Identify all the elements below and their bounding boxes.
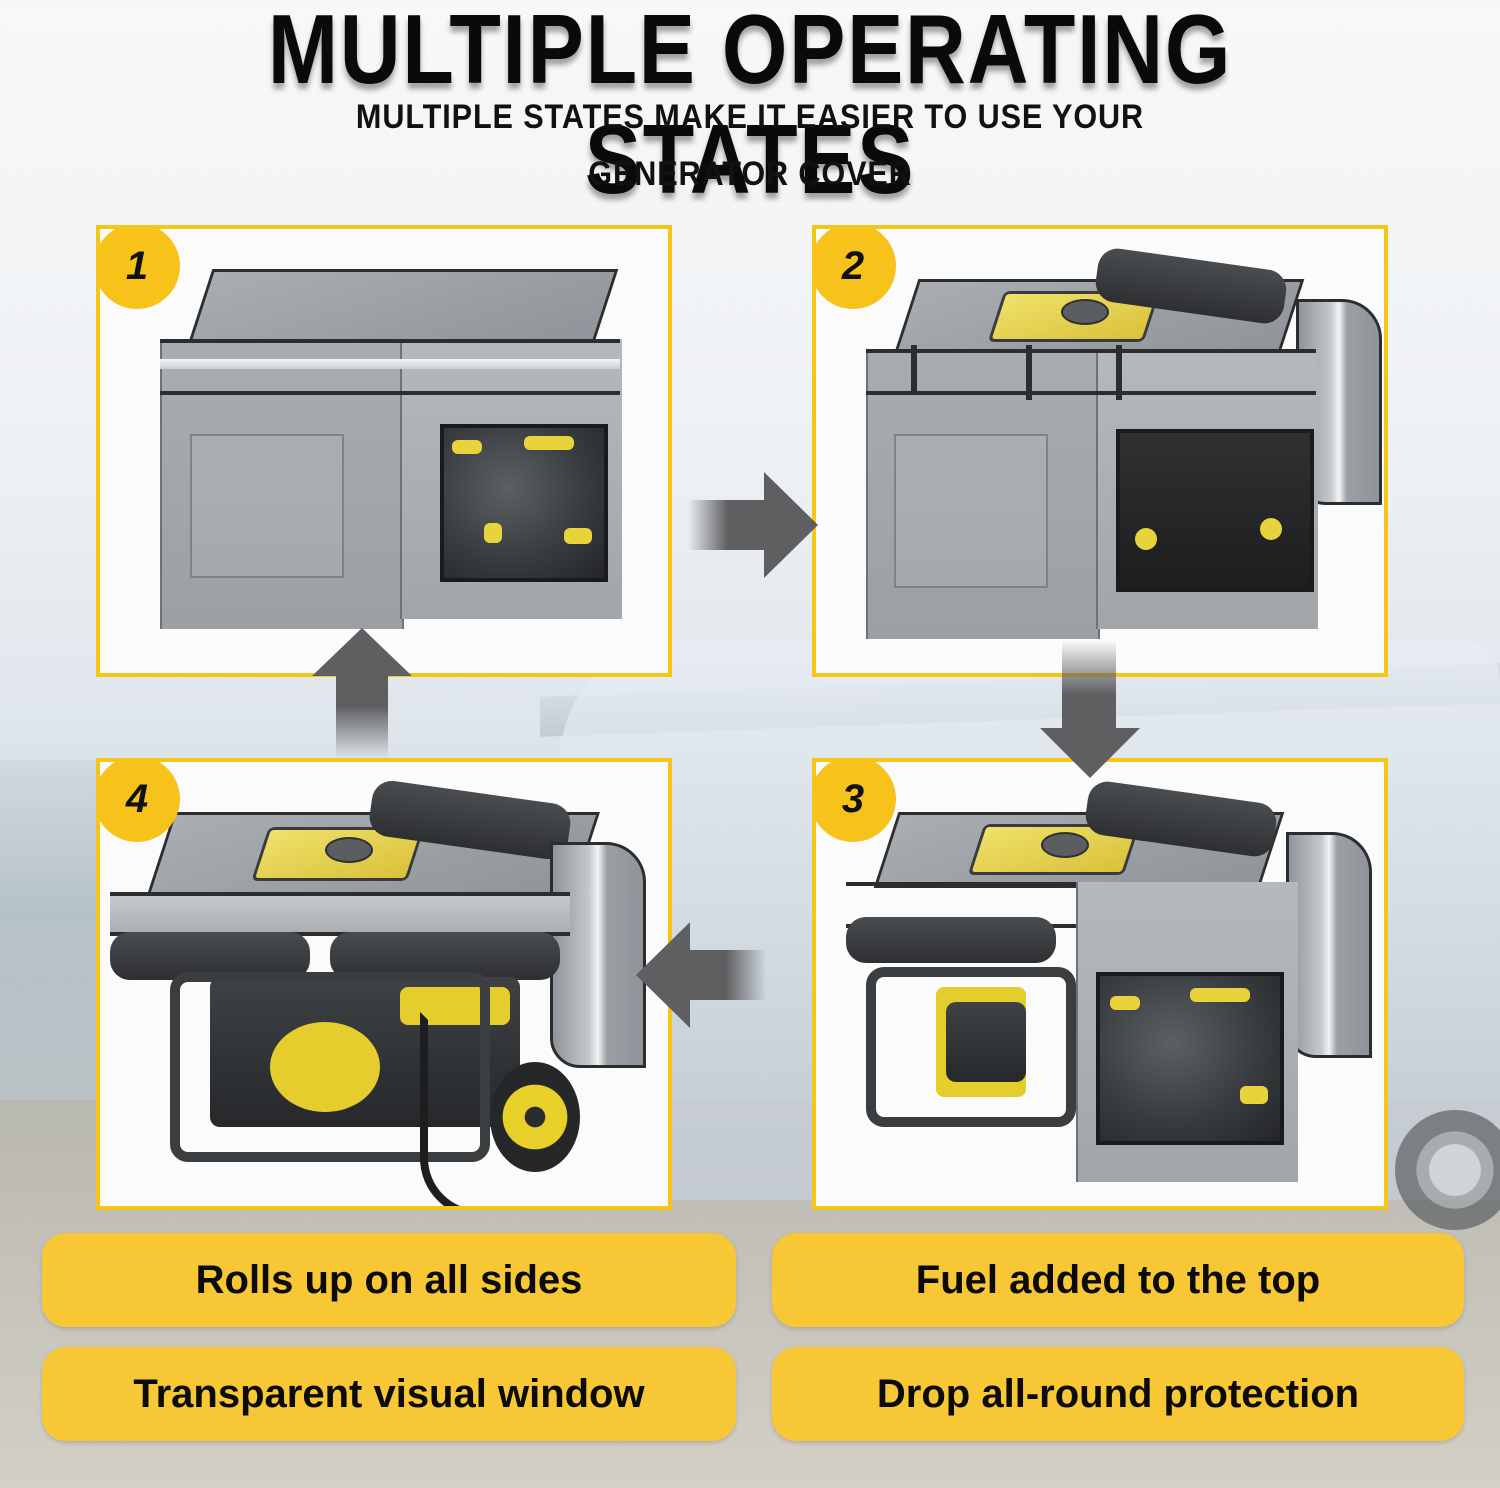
state-panel-2: 2 <box>812 225 1388 677</box>
generator-wheel <box>490 1062 580 1172</box>
feature-fuel-top: Fuel added to the top <box>772 1233 1464 1327</box>
fuel-cap <box>1061 299 1109 325</box>
transparent-window <box>1096 972 1284 1145</box>
state-number-badge: 2 <box>816 229 896 309</box>
window-rolled-up <box>1116 429 1314 592</box>
generator-cover-rolled-up <box>110 778 668 1206</box>
generator-cover-fuel-open <box>866 246 1384 659</box>
side-pocket <box>190 434 344 578</box>
feature-transparent-window: Transparent visual window <box>42 1347 736 1441</box>
generator-cover-closed <box>160 269 630 649</box>
state-number-badge: 1 <box>100 229 180 309</box>
state-panel-4: 4 <box>96 758 672 1210</box>
rolled-side-panel <box>846 917 1056 963</box>
feature-rolls-up: Rolls up on all sides <box>42 1233 736 1327</box>
arrow-left-icon <box>636 920 766 1030</box>
rv-wheel <box>1395 1110 1500 1230</box>
transparent-window <box>440 424 608 582</box>
arrow-down-icon <box>1040 640 1140 780</box>
state-number-badge: 3 <box>816 762 896 842</box>
generator-frame <box>866 967 1076 1127</box>
generator-cover-side-open <box>846 779 1384 1202</box>
power-cable <box>420 1012 586 1206</box>
state-number-badge: 4 <box>100 762 180 842</box>
subtitle-line-1: MULTIPLE STATES MAKE IT EASIER TO USE YO… <box>355 98 1145 136</box>
page-title: MULTIPLE OPERATING STATES <box>267 0 1233 214</box>
cover-side <box>160 339 404 629</box>
arrow-right-icon <box>688 470 818 580</box>
feature-all-round-protection: Drop all-round protection <box>772 1347 1464 1441</box>
reflective-strip <box>160 359 620 369</box>
state-panel-3: 3 <box>812 758 1388 1210</box>
arrow-up-icon <box>312 628 412 758</box>
state-panel-1: 1 <box>96 225 672 677</box>
subtitle-line-2: GENERATOR COVER <box>588 155 912 193</box>
